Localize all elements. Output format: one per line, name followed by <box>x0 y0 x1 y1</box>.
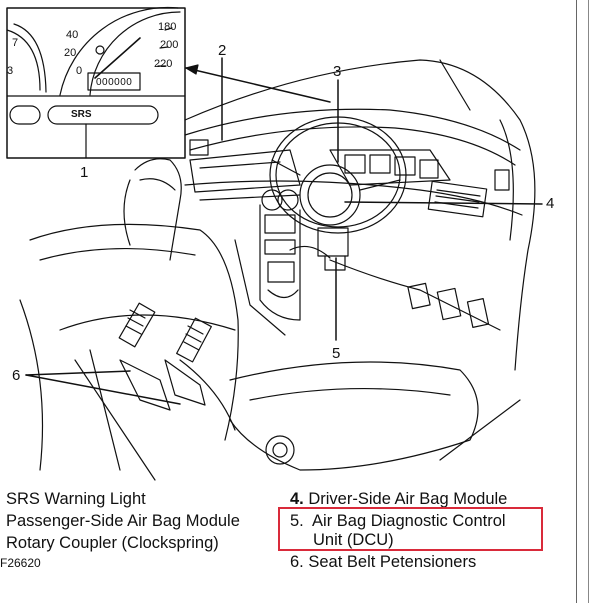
callout-3: 3 <box>333 63 342 80</box>
gauge-label-3: 3 <box>7 65 14 77</box>
gauge-label-7: 7 <box>12 37 19 49</box>
legend-item-4: 4. Driver-Side Air Bag Module <box>290 490 508 508</box>
callout-2: 2 <box>218 42 227 59</box>
dcu-highlight-box <box>278 507 543 551</box>
srs-warning-light-label: SRS <box>71 109 92 120</box>
odometer-readout: 000000 <box>96 77 133 88</box>
gauge-label-180: 180 <box>158 21 177 33</box>
callout-5: 5 <box>332 345 341 362</box>
legend-item-5: 5. Air Bag Diagnostic Control <box>290 512 506 530</box>
figure-reference: F26620 <box>0 556 41 570</box>
inset-frame <box>6 7 186 159</box>
legend-item-1: SRS Warning Light <box>6 490 146 508</box>
gauge-label-0: 0 <box>76 65 83 77</box>
gauge-label-40: 40 <box>66 29 79 41</box>
legend-item-6: 6. Seat Belt Petensioners <box>290 553 477 571</box>
gauge-label-20: 20 <box>64 47 77 59</box>
callout-1: 1 <box>80 164 89 181</box>
page-edge-bar <box>576 0 589 603</box>
legend-item-5-cont: Unit (DCU) <box>313 531 394 549</box>
callout-4: 4 <box>546 195 555 212</box>
gauge-label-200: 200 <box>160 39 179 51</box>
legend-item-3: Rotary Coupler (Clockspring) <box>6 534 219 552</box>
legend-item-2: Passenger-Side Air Bag Module <box>6 512 240 530</box>
gauge-label-220: 220 <box>154 58 173 70</box>
callout-6: 6 <box>12 367 21 384</box>
